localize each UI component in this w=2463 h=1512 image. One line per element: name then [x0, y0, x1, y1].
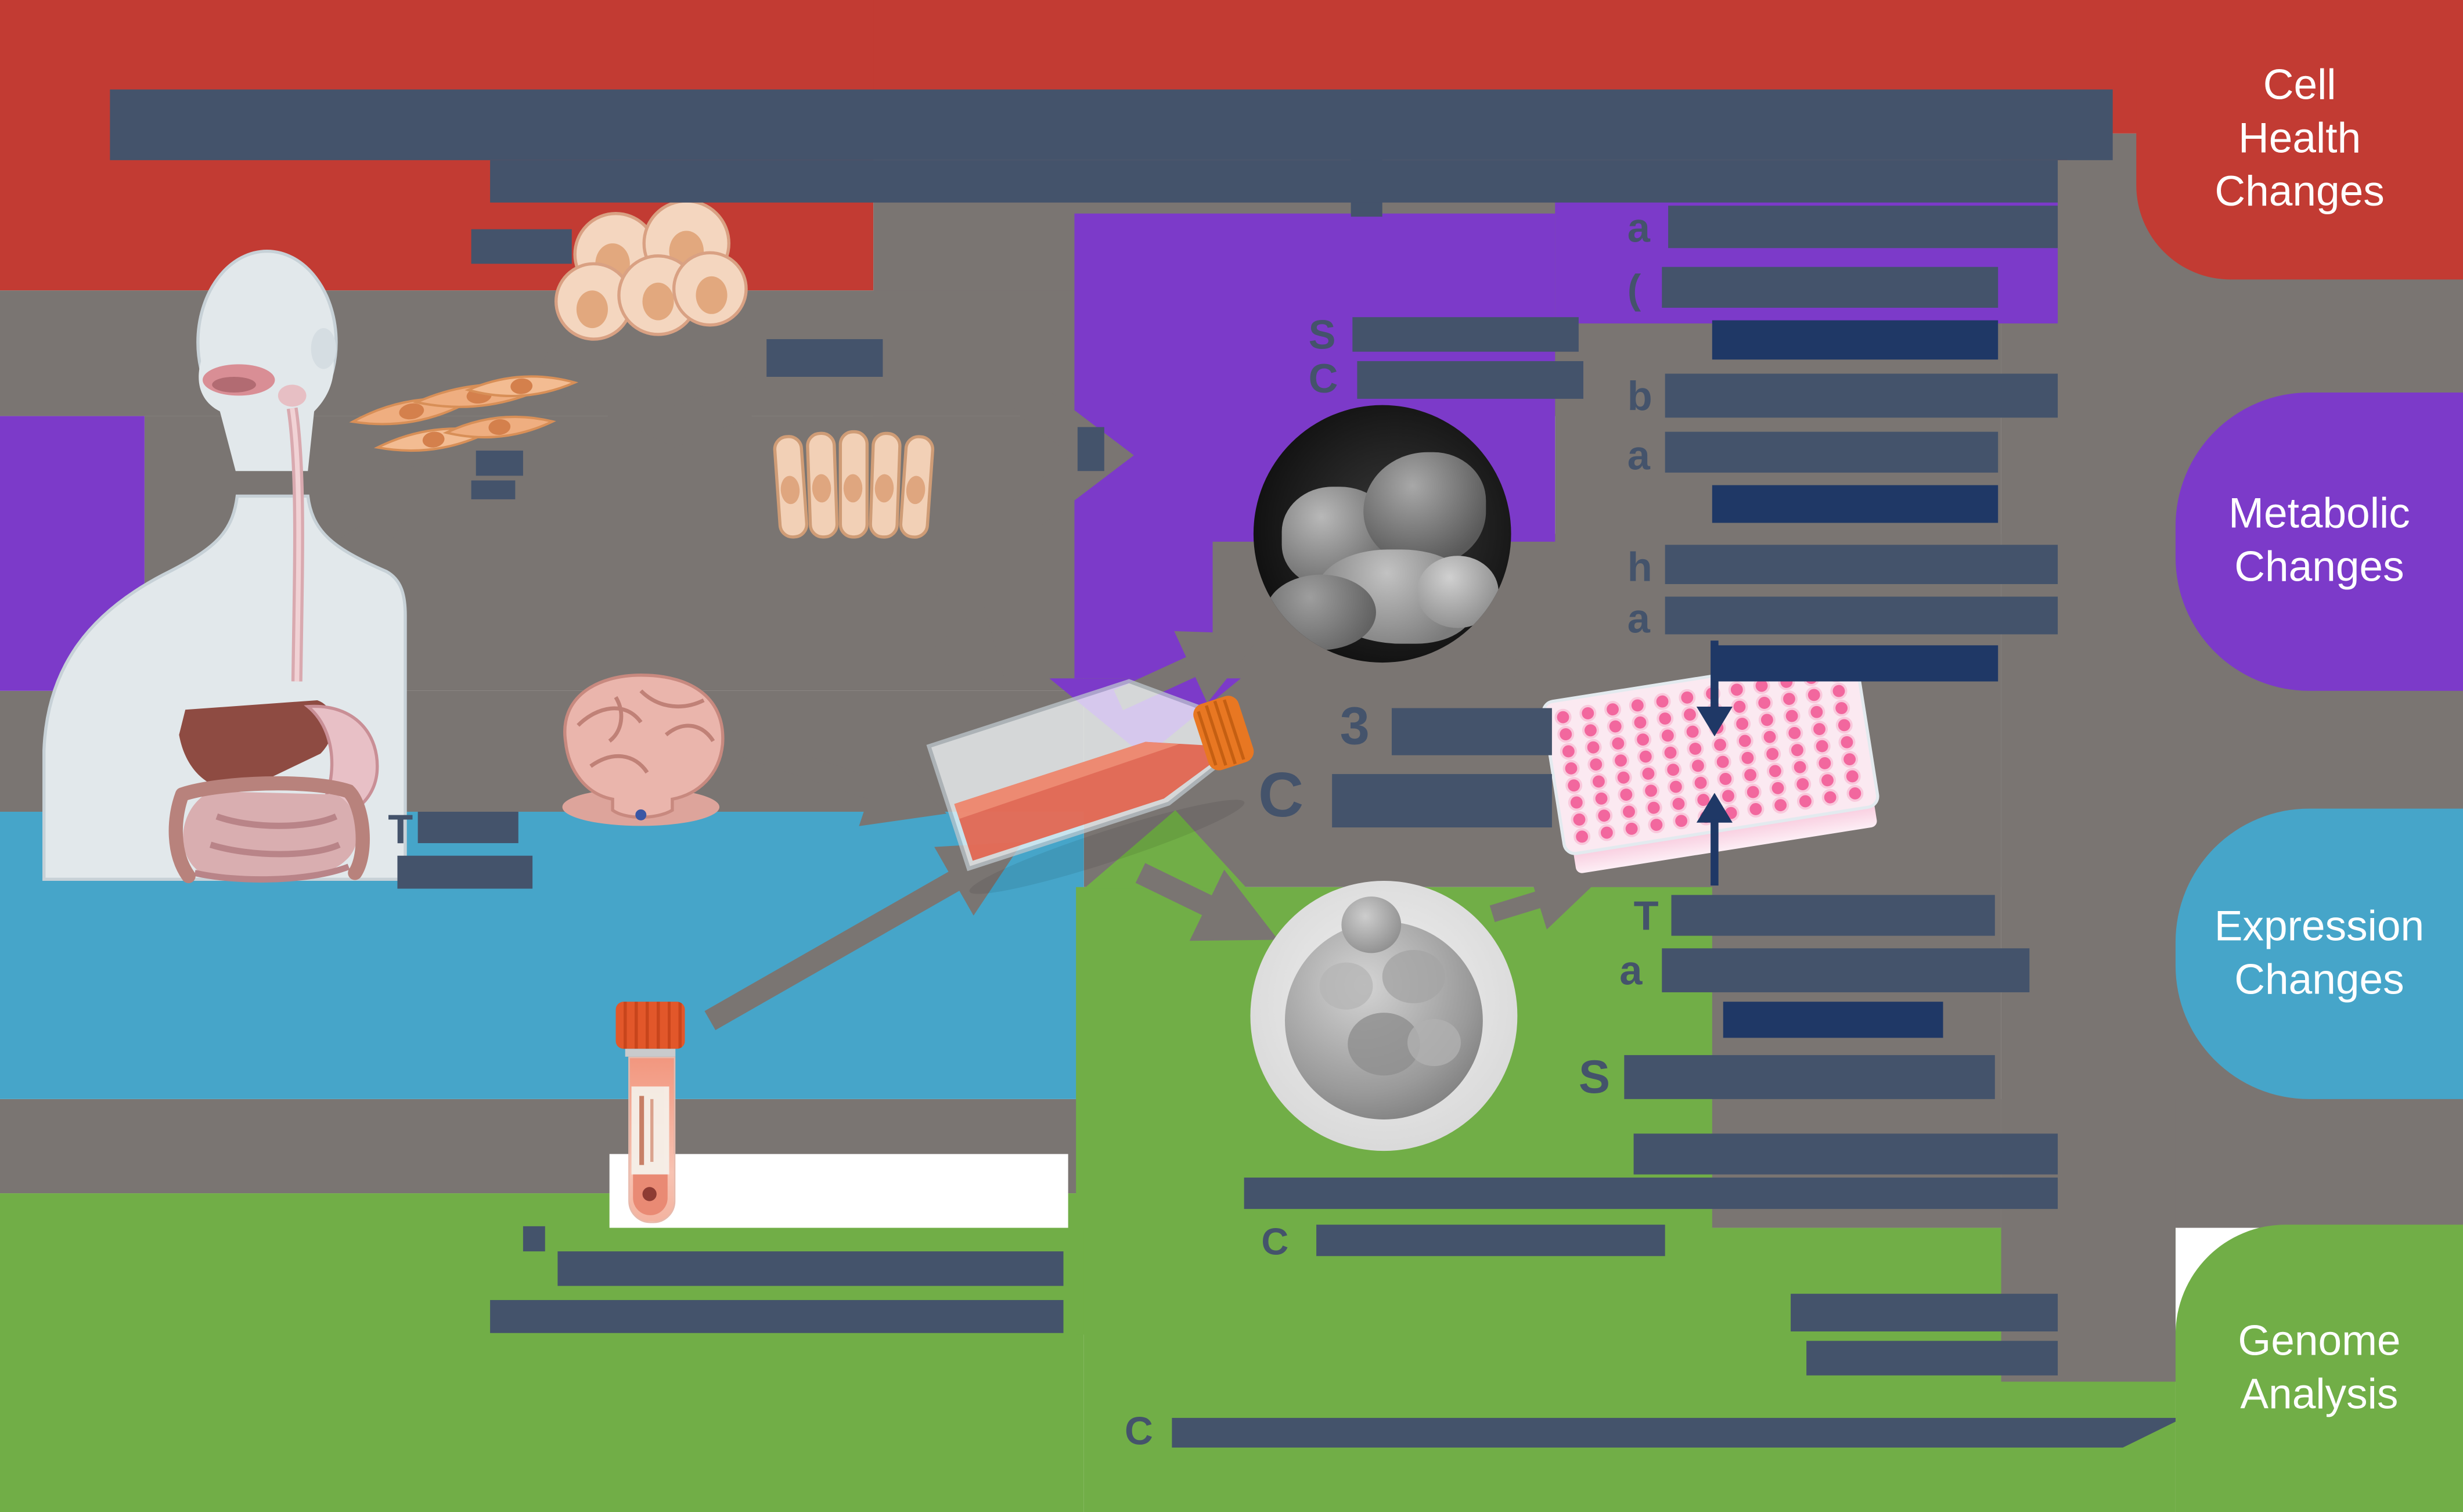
- side-label-genome: Genome Analysis: [2175, 1225, 2463, 1512]
- redacted-bottom-right-1: [1791, 1294, 2058, 1332]
- side-label-genome-text: Genome Analysis: [2238, 1317, 2401, 1417]
- sem-spheroid-photo: [1250, 880, 1518, 1151]
- redacted-label-brain-1: [417, 811, 518, 844]
- sem-3d-cell-culture-photo: [1253, 405, 1511, 663]
- redacted-label-tissue-2: [471, 480, 516, 499]
- arrow-cluster-elbow: [534, 347, 790, 448]
- lower-col-fragment-4: S: [1578, 1052, 1611, 1104]
- fibroblast-cells-illustration: [349, 375, 579, 452]
- redacted-bleft-frag: [523, 1226, 545, 1252]
- arrow-spheroid-to-plate-bottom: [1489, 870, 1597, 930]
- redacted-ucol-1: [1668, 206, 2058, 249]
- redacted-ucol-2: [1662, 267, 1999, 308]
- upper-col-fragment-7: h: [1627, 543, 1652, 591]
- upper-col-fragment-1: a: [1627, 204, 1650, 251]
- cell-culture-flask-photo: [926, 679, 1254, 894]
- arrow-brain-to-flask: [706, 724, 947, 826]
- redacted-spheroid-line-1: [1352, 317, 1579, 352]
- arrow-spheroid-to-plate-top: [1483, 644, 1594, 704]
- bottom-bar-fragment: C: [1125, 1410, 1153, 1454]
- arrow-flask-to-spheroid-bottom: [1135, 863, 1279, 941]
- side-label-cell-health-text: Cell Health Changes: [2214, 62, 2385, 215]
- side-label-expression: Expression Changes: [2175, 808, 2463, 1099]
- brain-label-fragment: T: [388, 805, 413, 853]
- redacted-lcol-5: [1633, 1133, 2058, 1175]
- redacted-label-cells-2: [766, 339, 883, 377]
- brain-tissue-illustration: [562, 674, 725, 826]
- center-3d-fragment: 3: [1339, 697, 1370, 757]
- redacted-ucol-5: [1665, 431, 1999, 473]
- bottom-center-fragment: C: [1261, 1221, 1289, 1264]
- ear-shape: [311, 328, 336, 369]
- redacted-bottom-right-2: [1806, 1341, 2058, 1376]
- large-intestine: [168, 776, 370, 884]
- redacted-ucol-4: [1665, 373, 2058, 418]
- blue-dot: [635, 809, 647, 820]
- vial-cap: [615, 1002, 685, 1049]
- primary-cell-cluster-illustration: [554, 199, 748, 341]
- upper-col-fragment-4: b: [1627, 372, 1652, 419]
- side-label-metabolic-text: Metabolic Changes: [2228, 490, 2410, 591]
- salivary-gland: [278, 384, 307, 407]
- small-intestine: [183, 791, 358, 882]
- liver: [179, 700, 333, 791]
- redacted-bottom-bar: [1172, 1417, 2184, 1448]
- human-body-illustration: [42, 249, 407, 884]
- redacted-lcol-2: [1662, 948, 2030, 992]
- redacted-bleft-1: [557, 1251, 1064, 1286]
- redacted-label-tissue-1: [476, 451, 523, 476]
- redacted-bottom-center-1: [1244, 1178, 2058, 1209]
- redacted-bleft-2: [490, 1299, 1064, 1333]
- redacted-ucol-6: [1712, 485, 1999, 523]
- arrow-body-to-cells: [316, 464, 438, 546]
- upper-col-fragment-8: a: [1627, 595, 1650, 642]
- arrow-vial-to-flask: [704, 842, 1023, 1031]
- redacted-ucol-7: [1665, 545, 2058, 584]
- vial-label: [631, 1086, 669, 1175]
- lower-col-fragment-1: T: [1633, 891, 1659, 939]
- upper-col-fragment-5: a: [1627, 431, 1650, 479]
- redacted-3d-line-1: [1391, 708, 1552, 755]
- redacted-lcol-1: [1671, 895, 1995, 936]
- redacted-lcol-3: [1723, 1002, 1943, 1038]
- spheroid-label-fragment-2: C: [1308, 355, 1338, 402]
- plate-arrow-up-shaft: [1711, 819, 1719, 886]
- redacted-bottom-center-2: [1316, 1225, 1665, 1257]
- upper-col-fragment-2: (: [1627, 265, 1641, 313]
- redacted-ucol-9: [1712, 645, 1999, 682]
- lower-col-fragment-2: a: [1619, 946, 1643, 994]
- redacted-3d-line-2: [1332, 774, 1552, 828]
- sample-tube-photo: [613, 999, 688, 1225]
- side-label-metabolic: Metabolic Changes: [2175, 393, 2463, 691]
- redacted-label-cells-1: [471, 229, 572, 264]
- redacted-ucol-8: [1665, 596, 2058, 635]
- arrow-epithelium-to-flask: [884, 555, 1007, 689]
- center-culture-fragment: C: [1258, 761, 1304, 831]
- redacted-title-block: [110, 89, 2113, 160]
- side-label-expression-text: Expression Changes: [2214, 902, 2425, 1003]
- redacted-lcol-4: [1624, 1055, 1995, 1099]
- redacted-label-brain-2: [397, 855, 533, 889]
- side-label-cell-health: Cell Health Changes: [2136, 0, 2463, 280]
- epithelial-cells-illustration: [773, 430, 935, 539]
- redacted-ucol-3: [1712, 320, 1999, 360]
- redacted-subtitle-frag: [1077, 427, 1104, 471]
- redacted-subtitle-line: [490, 160, 2058, 203]
- redacted-spheroid-line-2: [1357, 361, 1584, 399]
- vial-photo-background: [609, 1154, 1068, 1228]
- spheroid-label-fragment-1: S: [1308, 311, 1336, 358]
